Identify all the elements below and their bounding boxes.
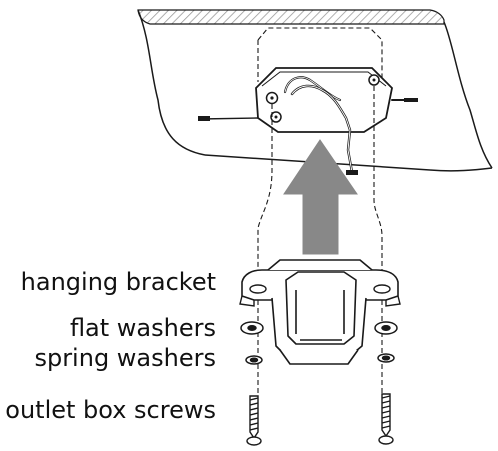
spring-washers-label: spring washers	[34, 344, 216, 372]
flat-washers-label: flat washers	[69, 314, 216, 342]
spring-washers	[245, 353, 395, 365]
wire-end-right	[404, 98, 418, 102]
outlet-box	[255, 67, 393, 133]
hanging-bracket	[241, 259, 399, 365]
alignment-guides	[257, 86, 383, 394]
wire-end-bottom	[346, 170, 358, 175]
flat-washers	[240, 321, 398, 335]
outlet-box-screws-label: outlet box screws	[5, 396, 216, 424]
bracket-slots	[239, 284, 401, 307]
ceiling-hatched-band	[137, 9, 445, 25]
hanging-bracket-label: hanging bracket	[20, 268, 216, 296]
outlet-box-screw-left	[246, 395, 262, 446]
install-direction-arrow	[283, 139, 358, 255]
wire-end-left	[198, 116, 210, 121]
outlet-box-screw-right	[378, 393, 394, 445]
supply-wires	[199, 76, 417, 174]
